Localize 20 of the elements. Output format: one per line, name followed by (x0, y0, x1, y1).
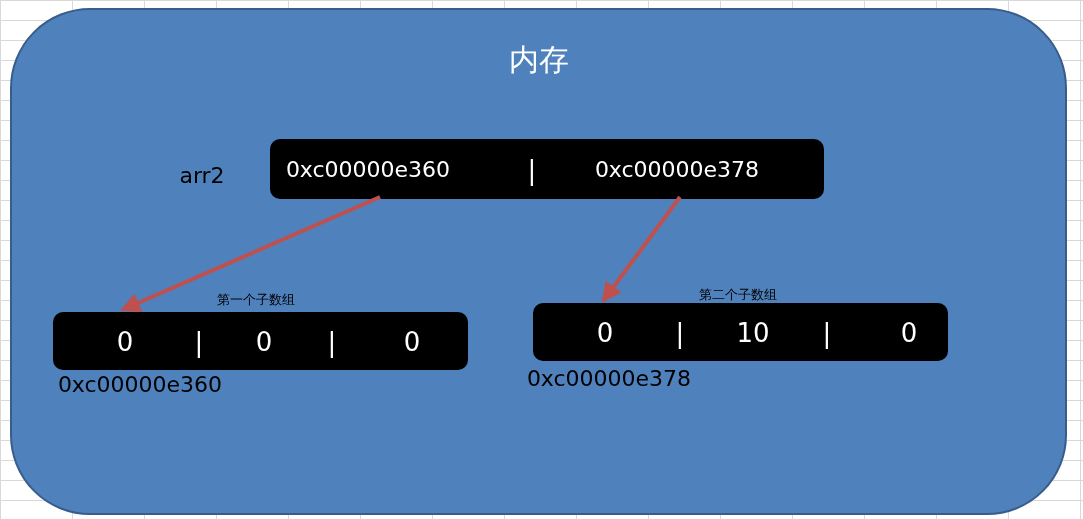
element-value: 10 (736, 320, 770, 346)
element-value: 0 (255, 329, 273, 355)
arrow (120, 195, 381, 312)
variable-label: arr2 (179, 165, 225, 187)
array-caption: 第二个子数组 (699, 287, 777, 301)
element-value: 0 (116, 329, 134, 355)
pointer-value: 0xc00000e378 (594, 159, 760, 181)
pointer-array-box (270, 139, 824, 199)
memory-panel (10, 8, 1067, 515)
array-box (53, 312, 468, 370)
address-label: 0xc00000e360 (57, 374, 223, 396)
element-value: 0 (403, 329, 421, 355)
address-label: 0xc00000e378 (526, 368, 692, 390)
array-caption: 第一个子数组 (217, 292, 295, 306)
element-value: 0 (900, 320, 918, 346)
arrow (601, 195, 682, 303)
array-box (533, 303, 948, 361)
pointer-value: 0xc00000e360 (285, 159, 451, 181)
panel-title: 内存 (508, 45, 569, 75)
element-value: 0 (596, 320, 614, 346)
